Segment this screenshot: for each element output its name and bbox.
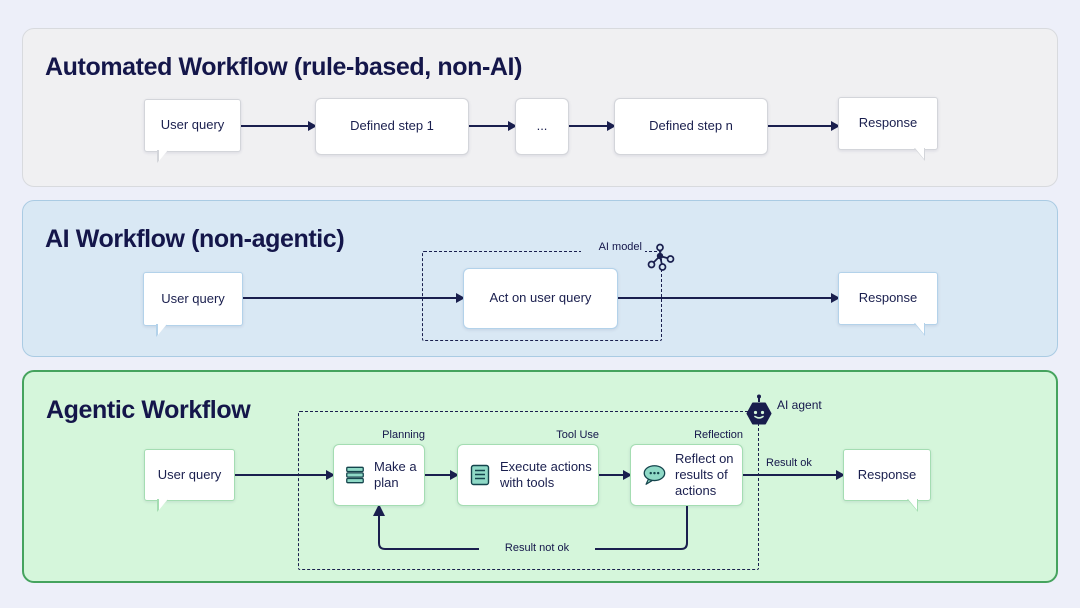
result-not-ok-label: Result not ok [479, 542, 595, 554]
node-label: ... [536, 118, 548, 134]
node-response: Response [843, 449, 931, 512]
stacked-bars-icon [344, 464, 366, 486]
result-ok-label: Result ok [766, 457, 812, 469]
tool-use-label: Tool Use [556, 429, 599, 441]
node-user-query: User query [143, 272, 243, 337]
node-defined-step-n: Defined step n [614, 98, 768, 155]
panel-title-automated: Automated Workflow (rule-based, non-AI) [45, 53, 522, 81]
network-nodes-icon [646, 243, 676, 273]
node-label: Reflect on results of actions [675, 450, 734, 499]
flow-arrow [425, 470, 459, 480]
robot-hexagon-icon [744, 393, 774, 429]
node-response: Response [838, 97, 938, 161]
planning-label: Planning [382, 429, 425, 441]
node-label: Response [858, 115, 918, 131]
flow-arrow [618, 293, 840, 303]
node-user-query: User query [144, 99, 241, 163]
node-label: Response [858, 290, 918, 306]
node-reflect: Reflect on results of actions [630, 444, 743, 506]
node-label: Execute actions with tools [500, 458, 592, 490]
flow-arrow [469, 121, 517, 131]
node-make-a-plan: Make a plan [333, 444, 425, 506]
node-defined-step-1: Defined step 1 [315, 98, 469, 155]
node-label: Defined step 1 [350, 118, 434, 134]
flow-arrow [243, 293, 465, 303]
node-label: Defined step n [649, 118, 733, 134]
panel-automated-workflow: Automated Workflow (rule-based, non-AI) … [22, 28, 1058, 187]
node-ellipsis: ... [515, 98, 569, 155]
thought-bubble-icon [641, 462, 667, 488]
panel-ai-workflow: AI Workflow (non-agentic) User query Act… [22, 200, 1058, 357]
reflection-label: Reflection [694, 429, 743, 441]
panel-title-agentic: Agentic Workflow [46, 396, 251, 424]
node-label: User query [157, 466, 222, 482]
ai-agent-boundary [298, 411, 759, 570]
ai-model-label: AI model [581, 241, 645, 253]
flow-arrow [599, 470, 632, 480]
flow-arrow [569, 121, 616, 131]
node-response: Response [838, 272, 938, 336]
flow-arrow [768, 121, 840, 131]
node-act-on-user-query: Act on user query [463, 268, 618, 329]
flow-arrow [743, 470, 845, 480]
node-label: Make a plan [374, 458, 417, 490]
ai-model-boundary [422, 251, 662, 341]
node-label: Act on user query [489, 290, 592, 306]
panel-agentic-workflow: Agentic Workflow Result not ok User quer… [22, 370, 1058, 583]
node-label: Response [857, 466, 917, 482]
node-label: User query [160, 117, 225, 133]
ai-agent-label: AI agent [777, 398, 822, 412]
checklist-icon [468, 463, 492, 487]
node-label: User query [161, 290, 225, 306]
panel-title-ai: AI Workflow (non-agentic) [45, 225, 345, 253]
flow-arrow [241, 121, 317, 131]
node-user-query: User query [144, 449, 235, 512]
node-execute-actions: Execute actions with tools [457, 444, 599, 506]
flow-arrow [235, 470, 335, 480]
